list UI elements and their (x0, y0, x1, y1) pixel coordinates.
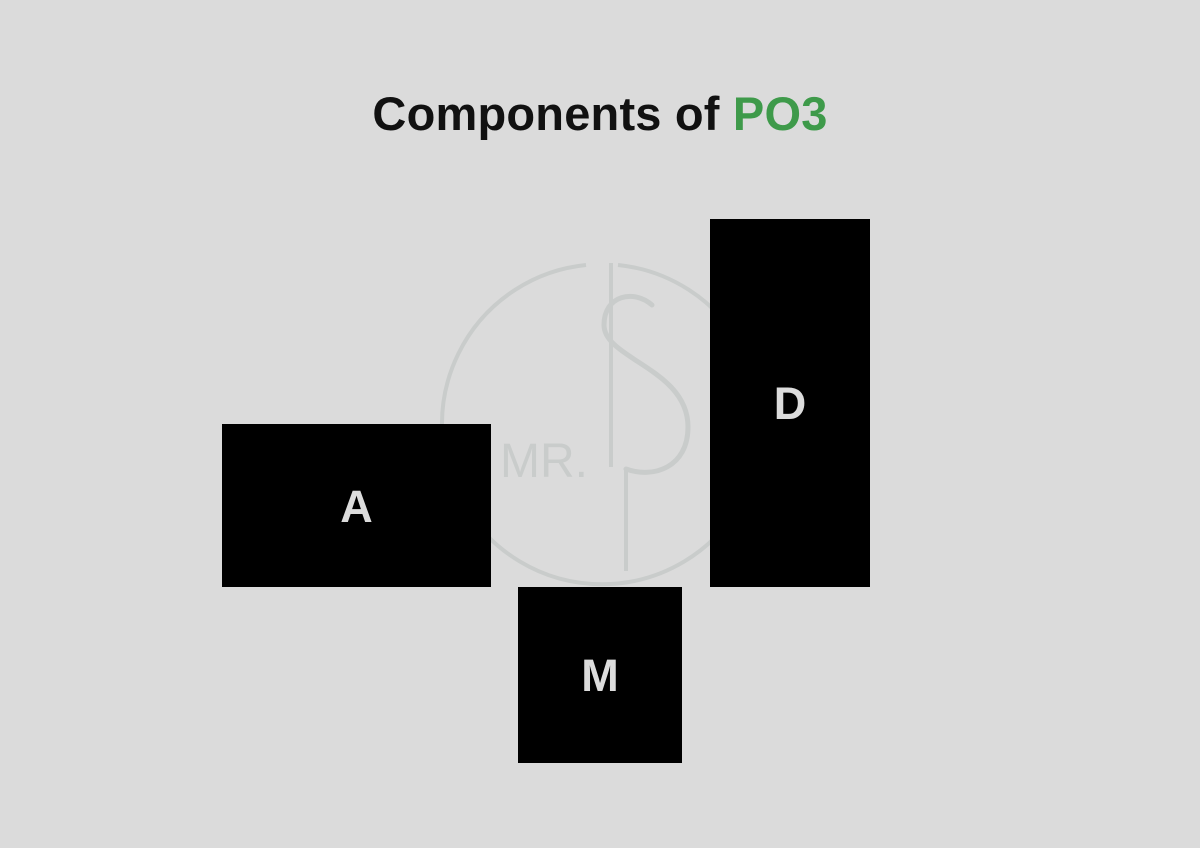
title-prefix: Components of (372, 87, 733, 140)
title-accent: PO3 (732, 87, 828, 140)
component-block-m: M (518, 587, 682, 763)
component-block-d: D (710, 219, 870, 587)
watermark-text: MR. (500, 435, 588, 488)
component-label-m: M (581, 650, 619, 701)
component-label-d: D (773, 378, 807, 429)
component-block-a: A (222, 424, 491, 587)
diagram-title: Components of PO3 (0, 84, 1200, 144)
component-label-a: A (340, 481, 373, 532)
